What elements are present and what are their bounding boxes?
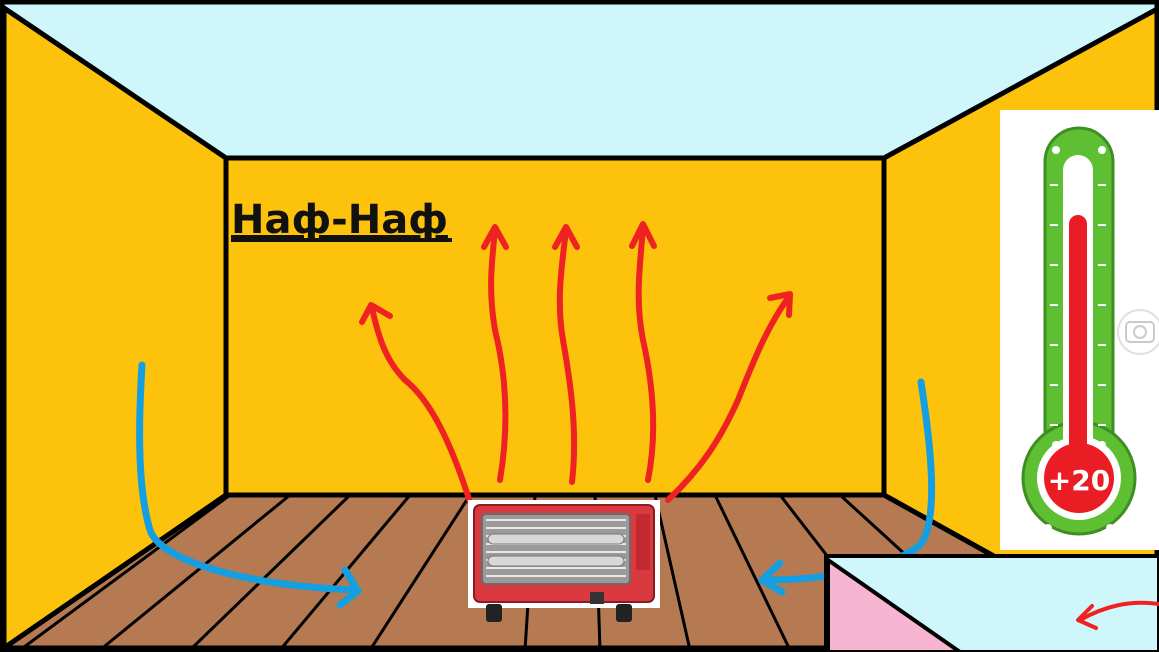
- room-title: Наф-Наф: [231, 197, 448, 243]
- quartz-heater-icon: [468, 500, 660, 622]
- next-room-inset: [826, 556, 1159, 652]
- thermometer-reading: +20: [1048, 464, 1110, 497]
- camera-icon[interactable]: [1118, 310, 1159, 354]
